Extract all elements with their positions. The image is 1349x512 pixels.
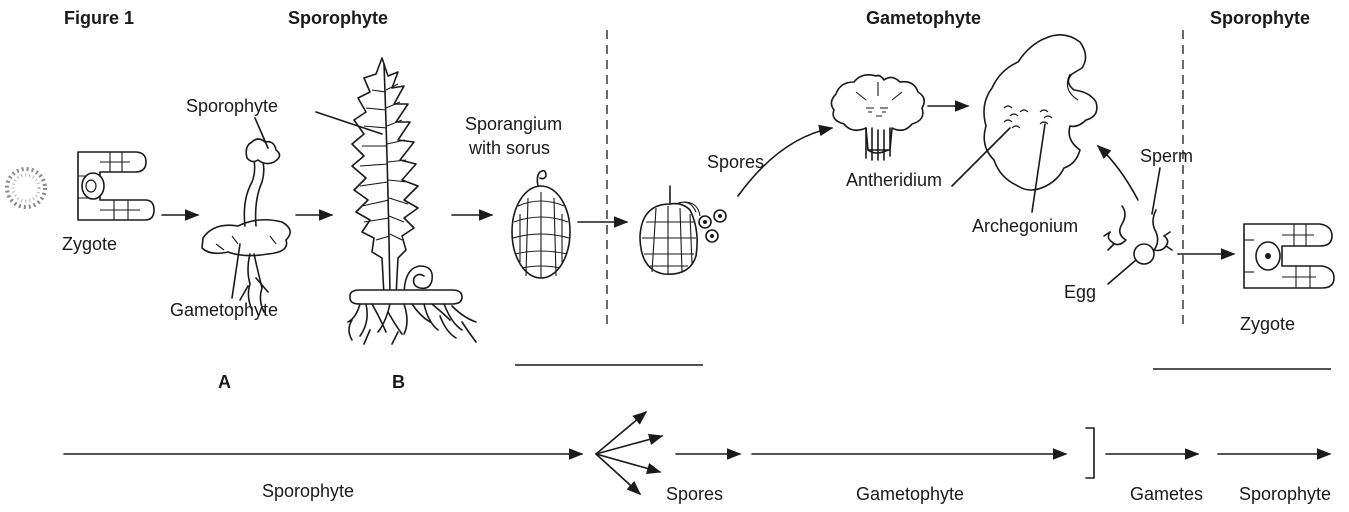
figure-title: Figure 1 bbox=[64, 8, 134, 28]
sporangium-drawing bbox=[512, 171, 570, 278]
sperm-drawing bbox=[1104, 206, 1172, 251]
flow-fan-arrows bbox=[596, 412, 662, 494]
label-antheridium: Antheridium bbox=[846, 170, 942, 190]
egg-cell bbox=[1134, 244, 1154, 264]
label-zygote-left: Zygote bbox=[62, 234, 117, 254]
label-sperm: Sperm bbox=[1140, 146, 1193, 166]
opened-sporangium-drawing bbox=[640, 186, 700, 274]
header-sporophyte-right: Sporophyte bbox=[1210, 8, 1310, 28]
flow-label-gametophyte: Gametophyte bbox=[856, 484, 964, 504]
header-sporophyte-left: Sporophyte bbox=[288, 8, 388, 28]
leader-egg bbox=[1108, 260, 1136, 284]
label-spores: Spores bbox=[707, 152, 764, 172]
zygote-right-drawing bbox=[1244, 224, 1334, 288]
label-zygote-right: Zygote bbox=[1240, 314, 1295, 334]
label-sporophyte-small: Sporophyte bbox=[186, 96, 278, 116]
label-sporangium-line1: Sporangium bbox=[465, 114, 562, 134]
label-sporangium-line2: with sorus bbox=[468, 138, 550, 158]
young-sporophyte-drawing bbox=[202, 139, 290, 312]
label-archegonium: Archegonium bbox=[972, 216, 1078, 236]
spores-drawing bbox=[699, 210, 726, 242]
label-gametophyte-small: Gametophyte bbox=[170, 300, 278, 320]
header-gametophyte: Gametophyte bbox=[866, 8, 981, 28]
flow-label-gametes: Gametes bbox=[1130, 484, 1203, 504]
flow-bracket-gametes bbox=[1086, 428, 1094, 478]
spore-cell-faint bbox=[7, 169, 45, 207]
panel-label-a: A bbox=[218, 372, 231, 392]
label-egg: Egg bbox=[1064, 282, 1096, 302]
arrow-sperm-to-archegonium bbox=[1098, 146, 1138, 200]
leader-sperm bbox=[1152, 168, 1160, 214]
panel-label-b: B bbox=[392, 372, 405, 392]
zygote-left-drawing bbox=[78, 152, 154, 220]
flow-label-spores: Spores bbox=[666, 484, 723, 504]
antheridium-gametophyte-drawing bbox=[831, 75, 924, 160]
mature-fern-drawing bbox=[348, 58, 476, 344]
flow-label-sporophyte: Sporophyte bbox=[262, 481, 354, 501]
flow-label-sporophyte-end: Sporophyte bbox=[1239, 484, 1331, 504]
mature-gametophyte-drawing bbox=[984, 35, 1097, 190]
